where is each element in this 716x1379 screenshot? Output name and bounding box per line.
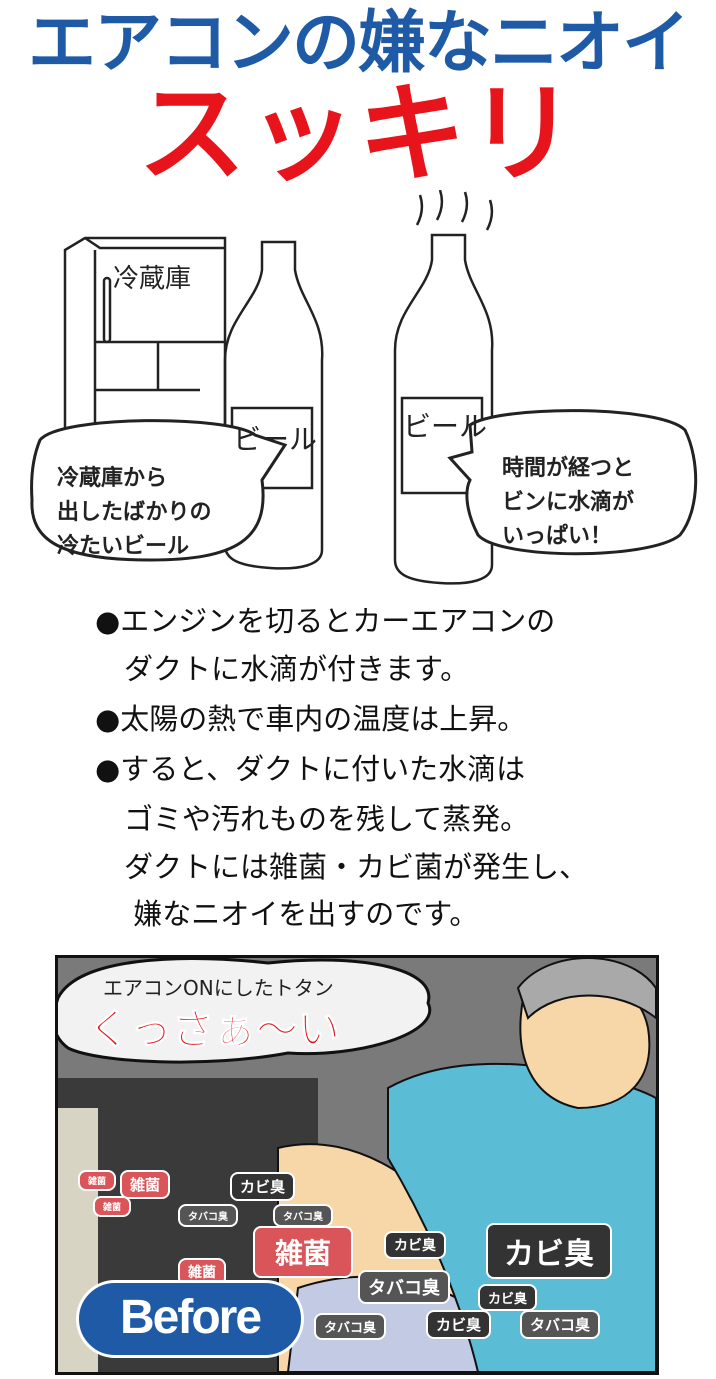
bubble-left-line: 出したばかりの — [57, 500, 212, 525]
explanation-line: 嫌なニオイを出すのです。 — [95, 897, 479, 931]
odor-label: タバコ臭 — [520, 1310, 601, 1339]
explanation-line: ●太陽の熱で車内の温度は上昇。 — [95, 702, 527, 736]
bubble-right-line: ビンに水滴が — [502, 490, 635, 515]
title-line2: スッキリ — [137, 72, 578, 197]
explanation-line: ゴミや汚れものを残して蒸発。 — [95, 802, 530, 836]
explanation-line: ●エンジンを切るとカーエアコンの — [95, 604, 556, 638]
bubble-left-line: 冷たいビール — [57, 534, 190, 559]
odor-label: 雑菌 — [253, 1226, 354, 1278]
bubble-right-line: 時間が経つと — [502, 456, 635, 481]
explanation-line: ●すると、ダクトに付いた水滴は — [95, 752, 526, 786]
odor-label: カビ臭 — [426, 1310, 492, 1339]
bubble-left-line: 冷蔵庫から — [57, 466, 168, 491]
beer-illustration — [30, 190, 698, 585]
odor-label: カビ臭 — [486, 1223, 612, 1279]
odor-label: タバコ臭 — [358, 1270, 450, 1304]
odor-label: タバコ臭 — [178, 1204, 238, 1227]
speech-line1: エアコンONにしたトタン — [103, 976, 334, 1000]
odor-label: 雑菌 — [120, 1170, 171, 1199]
before-panel: エアコンONにしたトタン くっさぁ～い 雑菌 雑菌 雑菌 雑菌 雑菌 カビ臭 カ… — [55, 955, 659, 1375]
title-line1: エアコンの嫌なニオイ — [27, 4, 690, 83]
odor-label: カビ臭 — [230, 1172, 296, 1201]
odor-label: カビ臭 — [384, 1231, 446, 1259]
bubble-right-line: いっぱい！ — [502, 524, 613, 549]
fridge-drawing — [63, 236, 227, 430]
bottle-label-left: ビール — [233, 423, 318, 456]
explanation-line: ダクトには雑菌・カビ菌が発生し、 — [95, 850, 589, 884]
odor-label: 雑菌 — [93, 1196, 132, 1217]
speech-bubble-right — [447, 409, 698, 556]
bubble-right-text: 時間が経つと ビンに水滴が いっぱい！ — [502, 452, 634, 554]
odor-label: 雑菌 — [78, 1170, 117, 1191]
speech-line2: くっさぁ～い — [87, 1005, 341, 1055]
explanation-line: ダクトに水滴が付きます。 — [95, 652, 470, 686]
odor-label: タバコ臭 — [273, 1204, 333, 1227]
speech-bubble-left — [30, 419, 288, 562]
odor-label: カビ臭 — [478, 1284, 538, 1311]
bottle-label-right: ビール — [403, 410, 488, 443]
fridge-label: 冷蔵庫 — [113, 264, 192, 294]
before-badge: Before — [76, 1280, 304, 1358]
bubble-left-text: 冷蔵庫から 出したばかりの 冷たいビール — [57, 462, 211, 564]
odor-label: タバコ臭 — [314, 1313, 387, 1340]
